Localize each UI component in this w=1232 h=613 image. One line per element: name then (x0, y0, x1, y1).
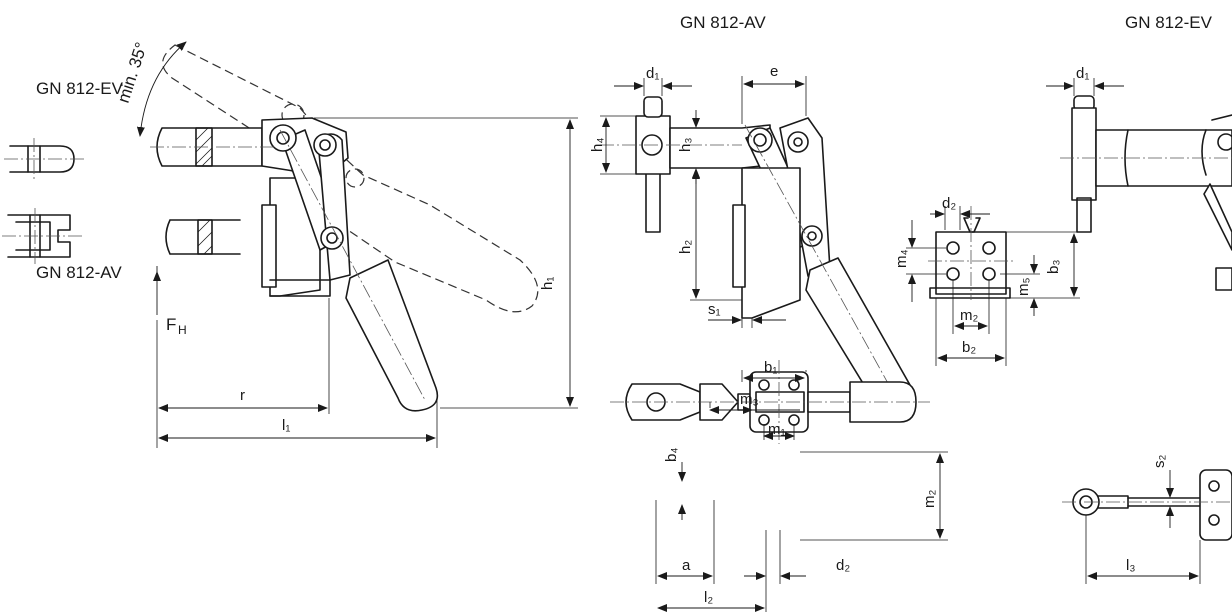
dimension-b2-label: b₂ (962, 339, 976, 356)
dimension-h2: h₂ (677, 167, 742, 301)
force-indicator: F H (153, 266, 187, 337)
dimension-s2-label: s₂ (1151, 455, 1168, 469)
dimension-h1-label: h₁ (539, 277, 556, 290)
dimension-s1-label: s₁ (708, 301, 721, 318)
ev-side-view: GN 812-EV (1060, 13, 1232, 291)
dimension-d2-plan: d₂ (744, 530, 850, 584)
dimension-d1-av-label: d₁ (646, 65, 659, 82)
ev-side-view-title: GN 812-EV (1125, 13, 1213, 32)
dimension-l2-label: l₂ (704, 589, 713, 606)
dimension-m2-plan: m₂ (800, 451, 948, 541)
ev-plan-view (1062, 469, 1232, 541)
dimension-m4-label: m₄ (893, 249, 910, 268)
dimension-m5-label: m₅ (1015, 277, 1032, 296)
dimension-e: e (741, 63, 807, 124)
dimension-l3: l₃ (1085, 515, 1201, 584)
dimension-h4-label: h₄ (589, 138, 606, 152)
dimension-m5: m₅ (1000, 255, 1040, 316)
dimension-r-label: r (240, 387, 245, 404)
dimension-b3-label: b₃ (1045, 260, 1062, 274)
dimension-b1: b₁ (741, 359, 807, 382)
dimension-d1-ev: d₁ (1046, 65, 1124, 96)
av-side-view-title: GN 812-AV (680, 13, 766, 32)
dimension-b1-label: b₁ (764, 359, 777, 376)
dimension-s1: s₁ (708, 300, 786, 328)
spindle-ev-label: GN 812-EV (36, 79, 124, 98)
dimension-l3-label: l₃ (1126, 557, 1135, 574)
dimension-d2-plan-label: d₂ (836, 557, 850, 574)
force-subscript: H (178, 323, 187, 337)
av-side-view: GN 812-AV (600, 13, 914, 412)
base-plate-view (928, 206, 1014, 300)
dimension-b4: b₄ (663, 448, 686, 520)
dimension-h1: h₁ (314, 117, 578, 409)
spindle-ev-view: GN 812-EV (4, 79, 124, 180)
dimension-b3: b₃ (1006, 231, 1080, 299)
spindle-av-label: GN 812-AV (36, 263, 122, 282)
dimension-d1-ev-label: d₁ (1076, 65, 1089, 82)
angle-label: min. 35° (114, 40, 151, 105)
dimension-b2: b₂ (935, 298, 1007, 366)
dimension-r: r (156, 298, 330, 448)
dimension-m2-base: m₂ (952, 280, 990, 334)
dimension-l1: l₁ (158, 398, 438, 448)
dimension-h3-label: h₃ (677, 138, 694, 152)
dimension-d2-top-label: d₂ (942, 195, 956, 212)
angle-annotation: min. 35° (114, 40, 187, 137)
dimension-b4-label: b₄ (663, 448, 680, 462)
force-label: F (166, 315, 176, 334)
dimension-a: a (655, 500, 715, 584)
dimension-l1-label: l₁ (282, 417, 290, 434)
dimension-m1-label: m₁ (768, 421, 786, 438)
spindle-av-view: GN 812-AV (2, 208, 122, 282)
dimension-h4: h₄ (589, 115, 636, 175)
dimension-s2: s₂ (1151, 455, 1174, 528)
dimension-m1: m₁ (763, 421, 795, 440)
dimension-h2-label: h₂ (677, 240, 694, 254)
dimension-m3-label: m₃ (740, 391, 759, 408)
dimension-m2-base-label: m₂ (960, 307, 978, 324)
dimension-m4: m₄ (893, 220, 946, 302)
dimension-l2: l₂ (657, 584, 767, 612)
dimension-h3: h₃ (677, 110, 700, 184)
dimension-m3: m₃ (709, 391, 800, 414)
dimension-m2-plan-label: m₂ (921, 490, 938, 508)
dimension-e-label: e (770, 63, 778, 80)
main-side-view (150, 44, 539, 412)
dimension-d2-top: d₂ (930, 195, 990, 230)
dimension-d1-av: d₁ (614, 65, 692, 96)
dimension-a-label: a (682, 557, 691, 574)
